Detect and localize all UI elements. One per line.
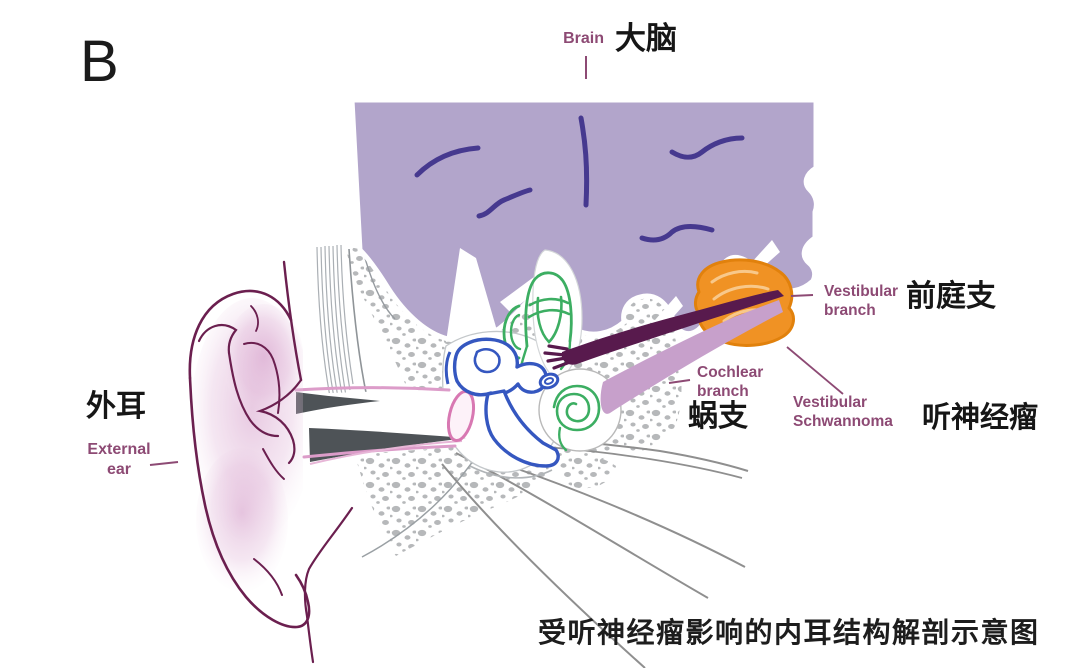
label-cochlear-branch-zh: 蜗支 [688, 400, 748, 433]
label-external-ear-zh: 外耳 [86, 390, 146, 423]
label-cochlear-branch-en: Cochlear branch [697, 364, 764, 400]
ossicles-illustration [444, 337, 560, 468]
external-ear-illustration [188, 260, 354, 664]
label-brain-en: Brain [563, 30, 604, 47]
label-vestibular-schwannoma-zh: 听神经瘤 [922, 402, 1039, 434]
cochlear-branch-leader-line [668, 379, 691, 384]
vestibular-branch-leader-line [790, 294, 814, 297]
panel-letter: B [80, 29, 119, 94]
labyrinth-illustration [502, 271, 601, 452]
promontory-outline [469, 465, 553, 479]
ear-canal-illustration [294, 386, 466, 465]
ear-shading [190, 298, 303, 592]
label-vestibular-schwannoma-en: Vestibular Schwannoma [793, 394, 893, 430]
label-brain-zh: 大脑 [615, 21, 677, 56]
label-external-ear-en: External ear [87, 441, 151, 478]
label-vestibular-branch-zh: 前庭支 [906, 280, 996, 313]
leader-lines [149, 56, 844, 466]
cochlear-branch-illustration [600, 300, 783, 414]
figure-caption: 受听神经瘤影响的内耳结构解剖示意图 [538, 617, 1040, 648]
external-ear-leader-line [149, 461, 179, 466]
schwannoma-leader-line [786, 346, 844, 395]
vestibular-nerve-illustration [543, 290, 784, 370]
brain-sulci [414, 115, 745, 243]
label-vestibular-branch-en: Vestibular branch [824, 283, 899, 319]
muscle-striations [316, 244, 354, 404]
